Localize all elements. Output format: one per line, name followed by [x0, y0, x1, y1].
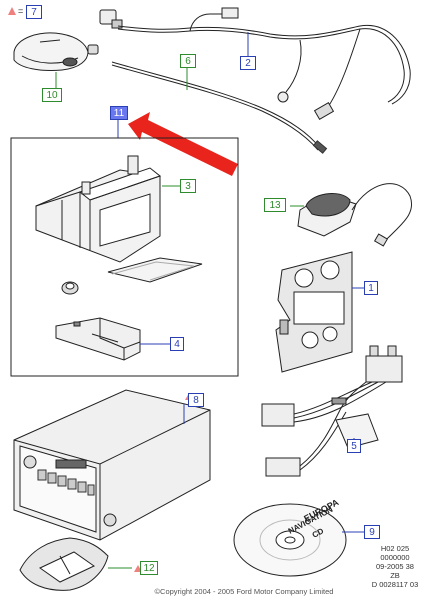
- callout-8: 8: [188, 393, 204, 407]
- part-6-antenna-wire: [111, 61, 328, 154]
- part-4-support-bracket: [55, 317, 141, 361]
- callout-7: 7: [26, 5, 42, 19]
- nut-icon: [61, 281, 79, 295]
- doc-info-line2: 0000000: [380, 553, 410, 562]
- doc-info: H02 025 0000000 09-2005 38 ZB D 0028117 …: [360, 544, 430, 589]
- doc-info-line1: H02 025: [380, 544, 410, 553]
- doc-info-line5: D 0028117 03: [371, 580, 419, 589]
- doc-info-line4: ZB: [390, 571, 400, 580]
- part-3-mounting-bracket: [35, 155, 162, 263]
- legend-equals: =: [18, 6, 24, 16]
- warning-marker-icon: [8, 7, 16, 15]
- part-1-fascia-panel: [275, 251, 353, 373]
- part-5-adapter-harness: [261, 345, 403, 477]
- callout-10: 10: [42, 88, 62, 102]
- part-9-navigation-cd: [233, 503, 347, 577]
- callout-4: 4: [170, 337, 184, 351]
- callout-13: 13: [264, 198, 286, 212]
- doc-info-line3: 09-2005 38: [376, 562, 414, 571]
- callout-3: 3: [180, 179, 196, 193]
- part-13-gps-antenna: [297, 183, 412, 247]
- highlight-arrow-icon: [128, 112, 238, 176]
- copyright-text: ©Copyright 2004 - 2005 Ford Motor Compan…: [154, 587, 334, 596]
- part-10-microphone: [13, 32, 99, 71]
- part-8-navigation-unit: [13, 389, 211, 541]
- part-12-holder: [19, 537, 109, 591]
- callout-12: 12: [140, 561, 158, 575]
- callout-6: 6: [180, 54, 196, 68]
- callout-9: 9: [364, 525, 380, 539]
- callout-2: 2: [240, 56, 256, 70]
- kit-outline: [10, 137, 239, 377]
- callout-5: 5: [347, 439, 361, 453]
- callout-1: 1: [364, 281, 378, 295]
- callout-11: 11: [110, 106, 128, 120]
- part-2-wiring-harness: [99, 7, 411, 121]
